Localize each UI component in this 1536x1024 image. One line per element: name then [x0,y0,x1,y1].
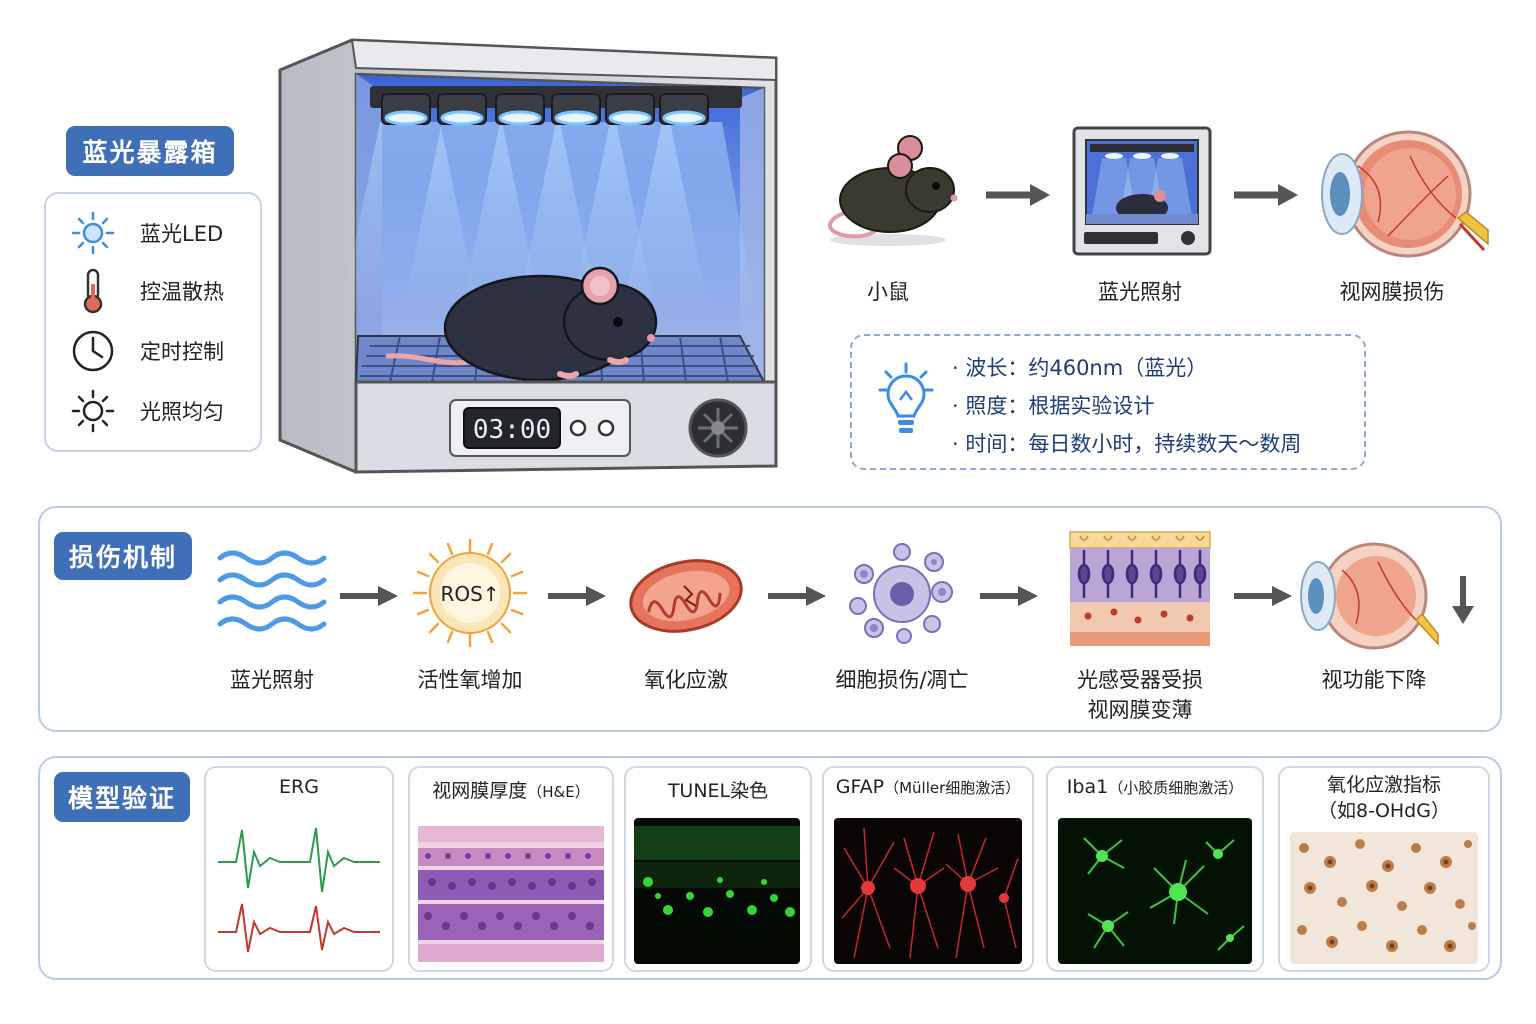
card-title: 氧化应激指标（如8-OHdG） [1318,774,1450,822]
gfap-stain-image [834,818,1022,964]
card-erg: ERG [204,766,394,972]
param-wavelength: · 波长：约460nm（蓝光） [952,356,1208,380]
legend-item-timer: 定时控制 [68,328,224,374]
mitochondria-icon [629,559,743,633]
mech-label-apoptosis: 细胞损伤/凋亡 [835,668,969,692]
mech-arrow-1 [340,586,398,606]
card-iba1: Iba1（小胶质细胞激活） [1046,766,1264,972]
iba1-stain-image [1058,818,1252,964]
card-title: TUNEL染色 [667,780,769,802]
decrease-arrow-icon [1452,576,1474,624]
mech-arrow-4 [980,586,1038,606]
param-illuminance: · 照度：根据实验设计 [952,394,1155,418]
mech-arrow-2 [548,586,606,606]
card-title: ERG [279,776,319,798]
legend-label: 控温散热 [140,280,224,304]
mech-label-photoreceptor: 光感受器受损 [1077,668,1203,692]
card-tunel: TUNEL染色 [624,766,812,972]
legend-label: 蓝光LED [140,222,224,246]
eye-vision-icon [1300,542,1439,650]
flow-arrow-1 [986,184,1050,206]
validation-tag: 模型验证 [54,772,190,822]
legend-item-led: 蓝光LED [68,210,223,256]
mouse-illustration [385,266,658,382]
flow-label-mouse: 小鼠 [867,280,909,304]
flow-arrow-2 [1234,184,1298,206]
timer-display: 03:00 [473,415,551,445]
card-title: GFAP（Müller细胞激活） [835,776,1021,798]
device-legend: 蓝光LED 控温散热 定时控制 光照均匀 [44,192,262,452]
mech-arrow-5 [1234,586,1292,606]
small-box-icon [1072,126,1212,256]
apoptotic-cell-icon [849,543,953,644]
legend-label: 光照均匀 [140,400,224,424]
he-stain-image [418,826,604,962]
mech-label-vision: 视功能下降 [1321,668,1427,692]
flow-label-damage: 视网膜损伤 [1339,280,1445,304]
flow-label-exposure: 蓝光照射 [1098,280,1182,304]
mech-label-stress: 氧化应激 [644,668,728,692]
lightbulb-icon [878,362,934,433]
card-title: Iba1（小胶质细胞激活） [1066,776,1244,798]
tunel-stain-image [634,818,800,964]
small-mouse-icon [828,135,958,246]
erg-waveform [218,827,380,952]
photoreceptor-layer-icon [1069,531,1211,646]
mech-arrow-3 [768,586,826,606]
blue-light-exposure-box: 03:00 [278,38,778,474]
card-gfap: GFAP（Müller细胞激活） [822,766,1034,972]
clock-icon [72,330,114,372]
parameter-box: · 波长：约460nm（蓝光） · 照度：根据实验设计 · 时间：每日数小时，持… [850,334,1366,470]
thermometer-icon [83,268,103,314]
mech-label-ros: 活性氧增加 [417,668,523,692]
card-he: 视网膜厚度（H&E） [408,766,614,972]
ros-burst-icon: ROS↑ [412,538,528,648]
mechanism-tag: 损伤机制 [54,532,192,580]
card-title: 视网膜厚度（H&E） [432,780,590,802]
mech-label-exposure: 蓝光照射 [230,668,314,692]
sun-outline-icon [71,389,115,433]
ohdg-stain-image [1290,832,1478,964]
blue-light-waves-icon [217,550,327,632]
legend-label: 定时控制 [140,340,224,364]
sun-icon [71,211,115,255]
legend-item-uniform: 光照均匀 [68,388,224,434]
mech-label-thinning: 视网膜变薄 [1087,698,1193,722]
card-oxidative: 氧化应激指标（如8-OHdG） [1278,766,1490,972]
param-duration: · 时间：每日数小时，持续数天～数周 [952,432,1302,456]
eye-retina-icon [1321,130,1489,258]
legend-item-temp: 控温散热 [68,268,224,314]
device-tag: 蓝光暴露箱 [66,126,234,176]
ros-label: ROS↑ [440,582,499,606]
